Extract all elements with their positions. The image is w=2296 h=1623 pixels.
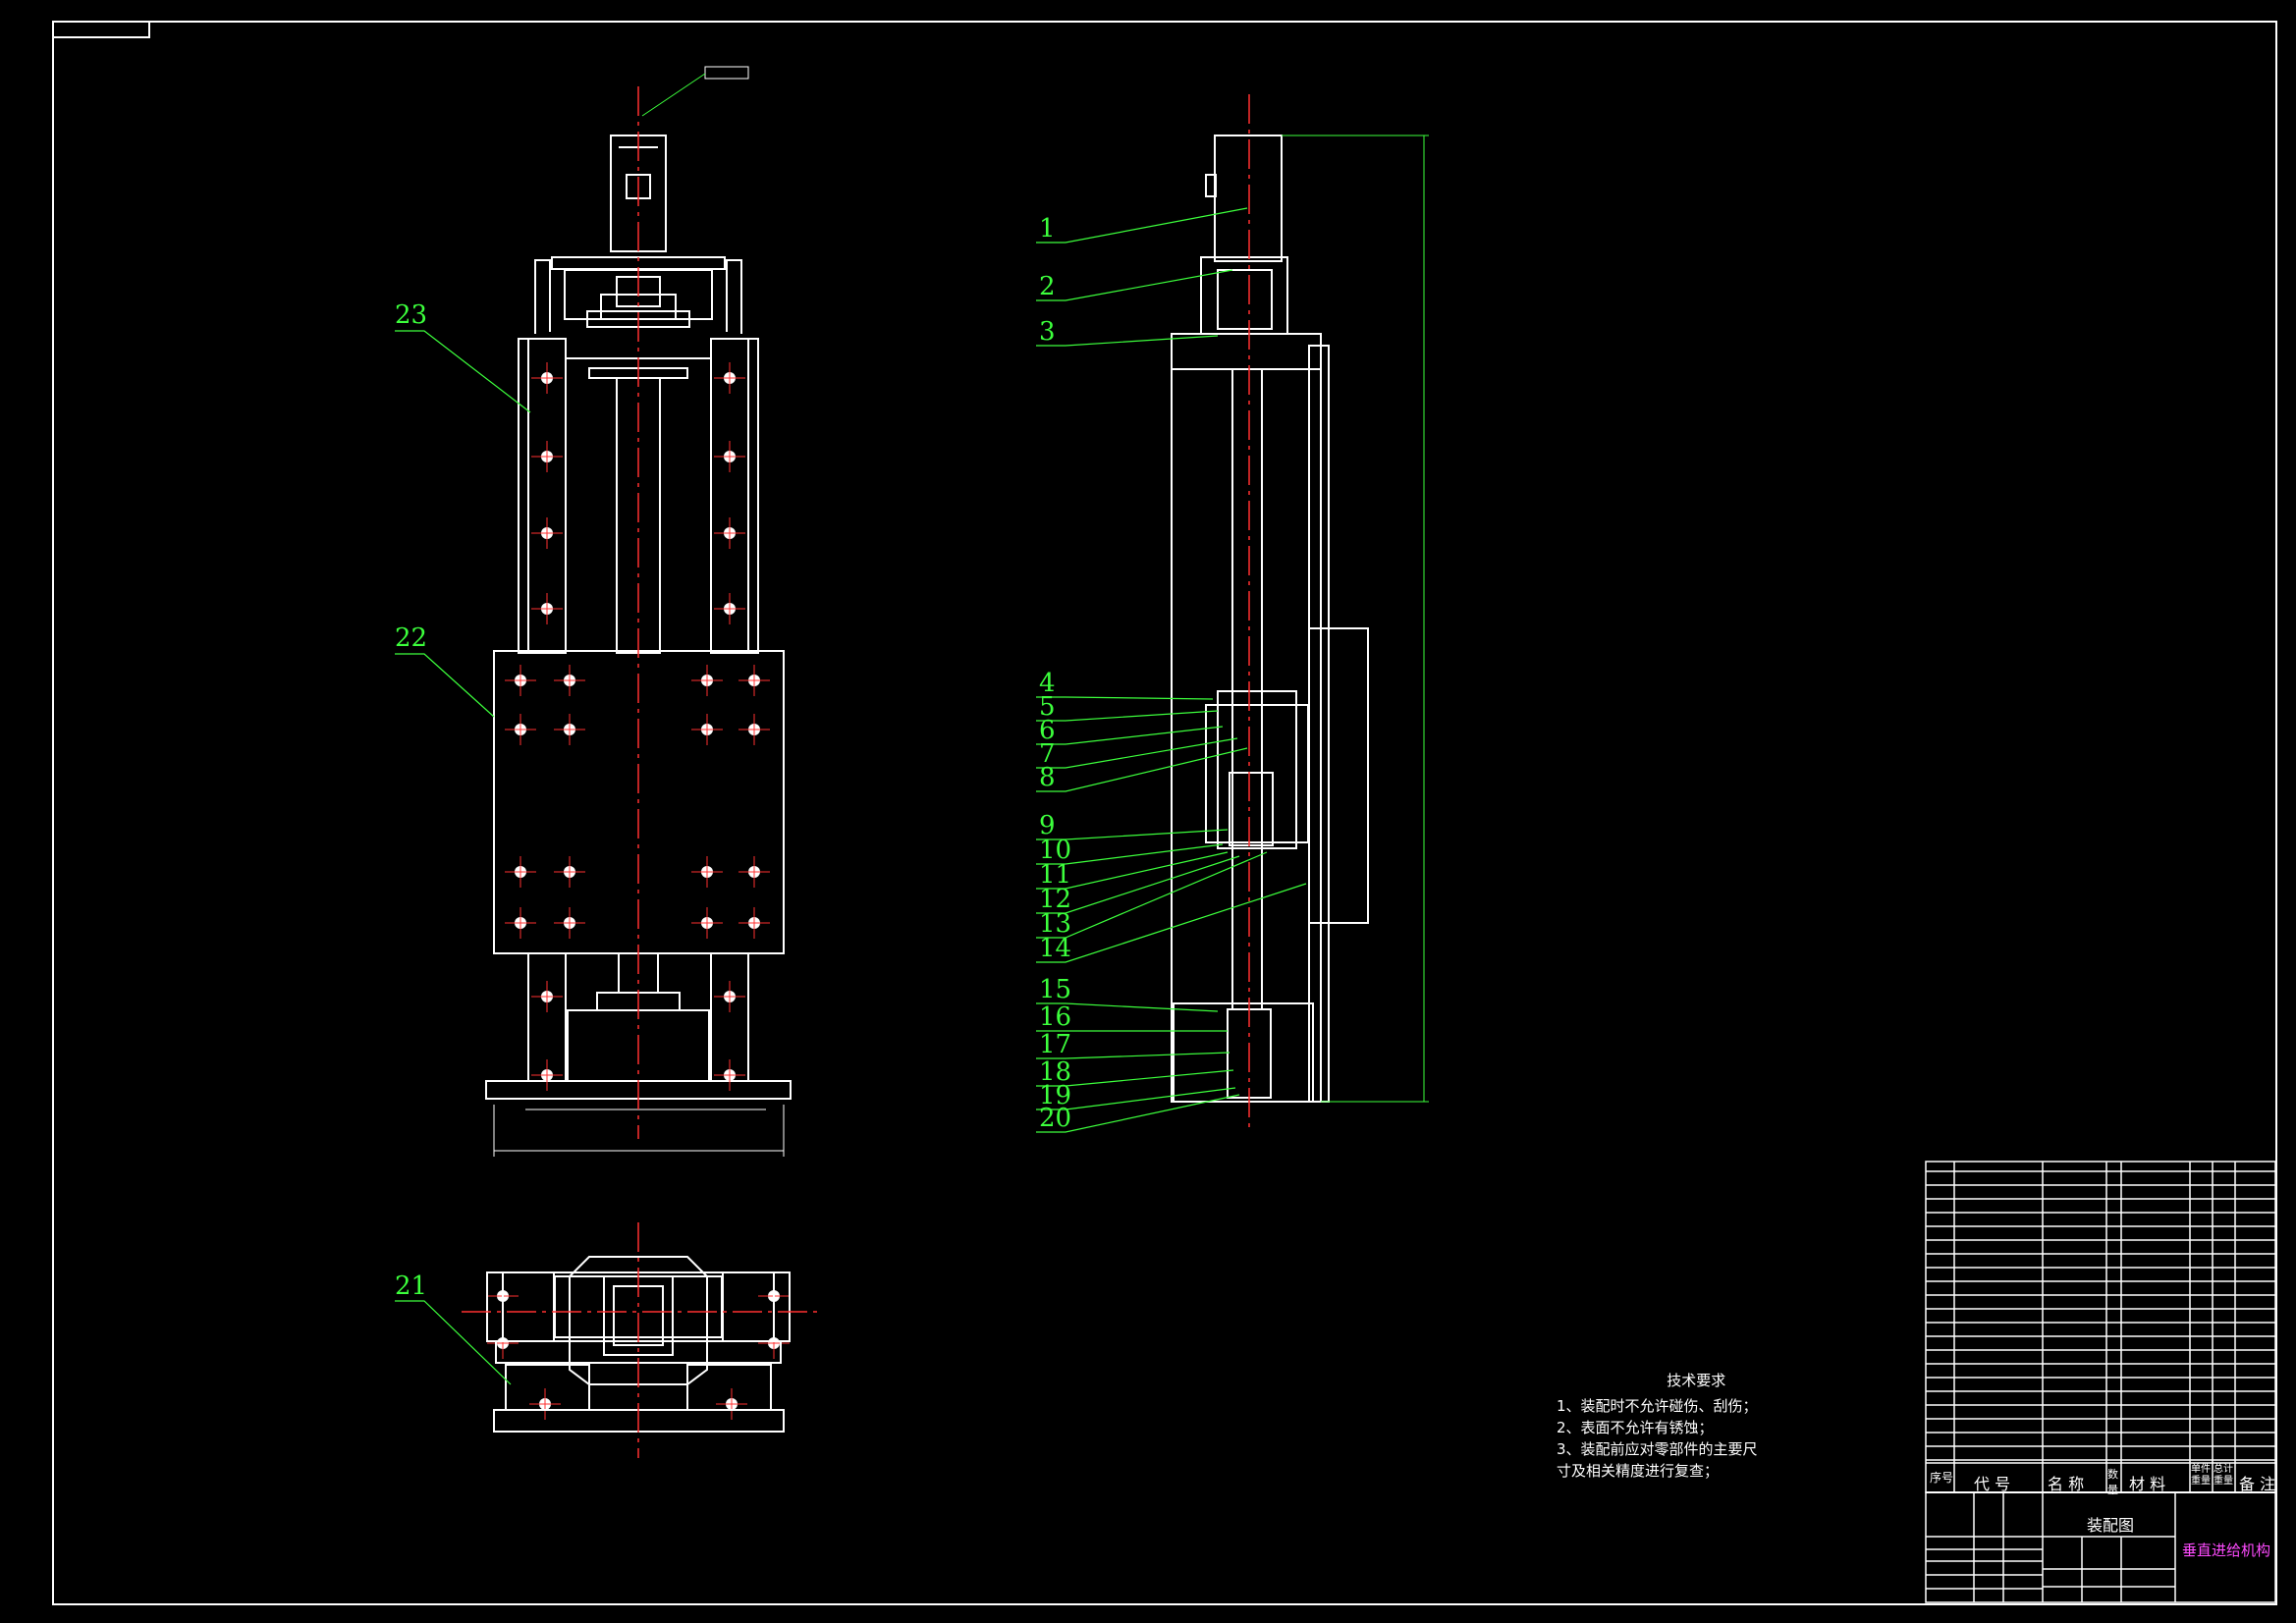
leader-line xyxy=(1036,1094,1240,1133)
callout-15: 15 xyxy=(1039,975,1072,1004)
bom-table xyxy=(1925,1161,2276,1493)
callout-14: 14 xyxy=(1039,934,1072,963)
callout-1: 1 xyxy=(1039,214,1056,243)
bom-col-total-weight: 总计 重量 xyxy=(2214,1464,2233,1487)
bom-col-name: 名 称 xyxy=(2048,1475,2085,1493)
sheet-border-outer xyxy=(52,21,2277,1605)
leader-lines-front xyxy=(395,330,531,1385)
callout-10: 10 xyxy=(1039,836,1072,865)
mechanism-name: 垂直进给机构 xyxy=(2182,1542,2271,1559)
leader-line xyxy=(1036,851,1268,939)
leader-line xyxy=(1036,710,1219,722)
side-view xyxy=(1171,135,1429,1103)
tech-line-3: 3、装配前应对零部件的主要尺 xyxy=(1557,1440,1758,1458)
callout-4: 4 xyxy=(1039,669,1056,698)
leader-line xyxy=(1036,883,1307,963)
leader-line xyxy=(1036,747,1248,792)
callout-6: 6 xyxy=(1039,716,1056,745)
callout-21: 21 xyxy=(395,1271,428,1301)
leader-line xyxy=(1036,207,1248,243)
drawing-title: 装配图 xyxy=(2087,1516,2135,1535)
bom-col-remark: 备 注 xyxy=(2239,1475,2276,1493)
leader-line xyxy=(1036,1069,1234,1087)
callout-23: 23 xyxy=(395,300,428,330)
leader-lines-side xyxy=(1036,207,1307,1133)
callout-12: 12 xyxy=(1039,885,1072,914)
bom-col-seq: 序号 xyxy=(1930,1471,1954,1485)
tech-line-4: 寸及相关精度进行复查； xyxy=(1557,1462,1720,1480)
callout-7: 7 xyxy=(1039,739,1056,769)
title-block xyxy=(1925,1491,2276,1603)
tech-heading: 技术要求 xyxy=(1667,1372,1726,1389)
leader-line xyxy=(1036,855,1240,914)
leader-line xyxy=(1036,829,1229,840)
leader-line xyxy=(1036,1052,1230,1059)
callout-8: 8 xyxy=(1039,763,1056,792)
bom-col-qty: 数量 xyxy=(2107,1468,2118,1496)
leader-line xyxy=(1036,737,1238,769)
leader-line xyxy=(1036,1002,1219,1012)
bolt-holes-front xyxy=(487,362,790,1420)
leader-line xyxy=(1036,726,1224,745)
callout-9: 9 xyxy=(1039,811,1056,840)
bom-col-material: 材 料 xyxy=(2129,1475,2166,1493)
leader-line xyxy=(1036,1087,1236,1110)
callout-11: 11 xyxy=(1039,860,1072,890)
leader-line xyxy=(1036,843,1224,865)
bom-col-code: 代 号 xyxy=(1974,1475,2011,1493)
callout-5: 5 xyxy=(1039,692,1056,722)
callout-19: 19 xyxy=(1039,1081,1072,1110)
callout-3: 3 xyxy=(1039,317,1056,347)
tech-line-2: 2、表面不允许有锈蚀； xyxy=(1557,1419,1714,1436)
leader-line xyxy=(1036,851,1229,890)
leader-line xyxy=(1036,335,1219,347)
callout-20: 20 xyxy=(1039,1104,1072,1133)
callout-22: 22 xyxy=(395,623,428,653)
bom-col-unit-weight: 单件 重量 xyxy=(2191,1464,2211,1487)
leader-line xyxy=(1036,269,1233,301)
callout-17: 17 xyxy=(1039,1030,1072,1059)
leader-line xyxy=(1036,696,1214,700)
tech-line-1: 1、装配时不允许碰伤、刮伤； xyxy=(1557,1397,1758,1415)
sheet-corner-tab xyxy=(53,22,150,38)
tech-requirements: 技术要求 1、装配时不允许碰伤、刮伤； 2、表面不允许有锈蚀； 3、装配前应对零… xyxy=(1557,1370,1758,1482)
callout-18: 18 xyxy=(1039,1057,1072,1087)
callout-13: 13 xyxy=(1039,909,1072,939)
callout-2: 2 xyxy=(1039,272,1056,301)
callout-16: 16 xyxy=(1039,1002,1072,1032)
